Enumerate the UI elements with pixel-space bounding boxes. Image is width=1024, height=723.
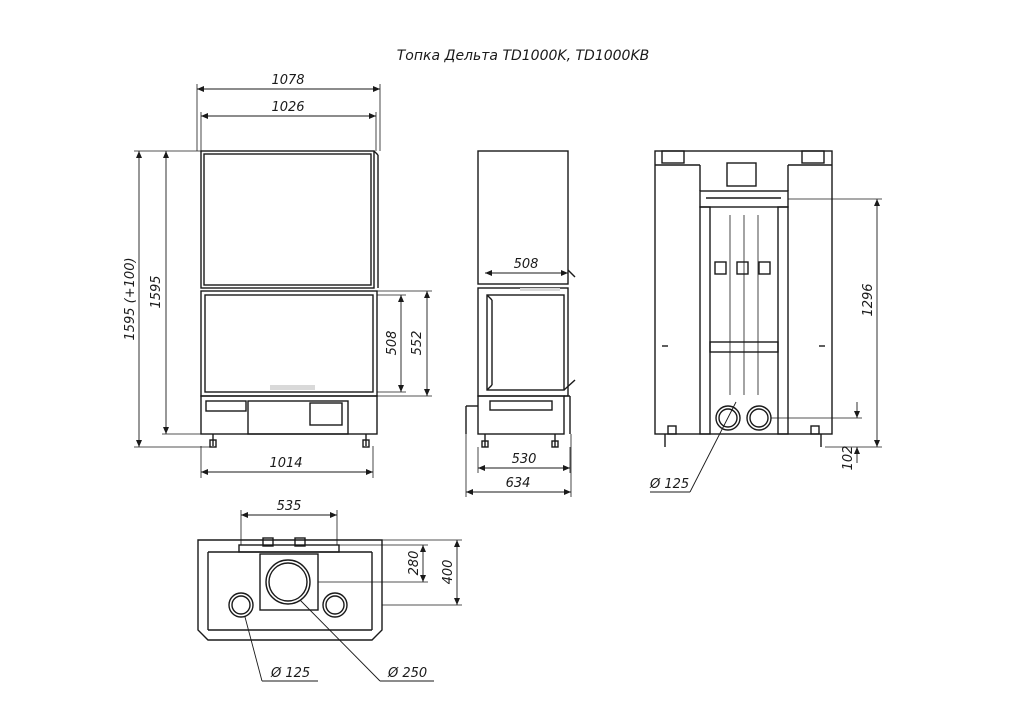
- dim-top-large-diameter: Ø 250: [387, 666, 427, 681]
- drawing-title: Топка Дельта TD1000K, TD1000KB: [397, 48, 649, 64]
- dim-side-overall-depth: 634: [506, 476, 531, 491]
- side-view: 508 530 634: [465, 150, 576, 497]
- dim-front-base-width: 1014: [269, 456, 302, 471]
- dim-top-outer-depth: 400: [441, 560, 456, 585]
- dim-front-height: 1595: [149, 275, 164, 308]
- dim-front-height-extended: 1595 (+100): [123, 257, 138, 340]
- top-view: 535 280 400 Ø 125 Ø 250: [197, 499, 462, 682]
- dim-side-base-depth: 530: [512, 452, 537, 467]
- back-view: 1296 102 Ø 125: [649, 150, 882, 493]
- dim-top-inner-depth: 280: [407, 551, 422, 576]
- dim-top-width: 535: [277, 499, 302, 514]
- dim-top-small-diameter: Ø 125: [270, 666, 310, 681]
- dim-flue-height: 1296: [861, 283, 876, 316]
- dim-front-inner-width: 1026: [271, 100, 304, 115]
- dim-inlet-height: 102: [841, 446, 856, 471]
- front-view: 1078 1026 1014 1595 (+100) 1595 508 552: [123, 73, 432, 478]
- dim-front-overall-width: 1078: [271, 73, 304, 88]
- dim-door-height: 552: [410, 331, 425, 356]
- dim-back-inlet-diameter: Ø 125: [649, 477, 689, 492]
- dim-side-glass-width: 508: [514, 257, 539, 272]
- dim-glass-height: 508: [385, 331, 400, 356]
